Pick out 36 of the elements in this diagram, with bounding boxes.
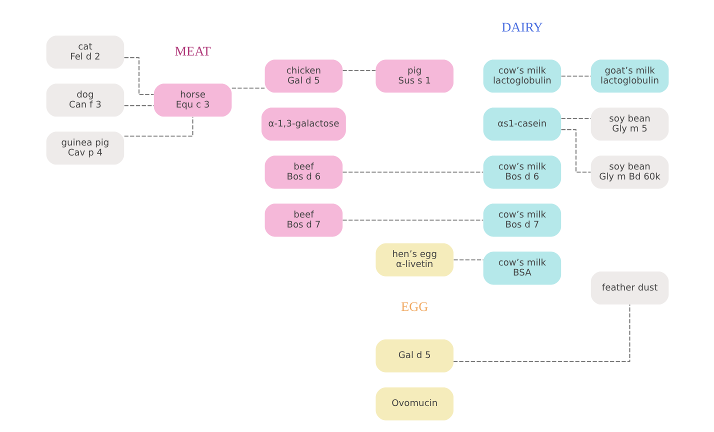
node-box: chicken Gal d 5 [264, 60, 342, 93]
node-box: feather dust [590, 271, 668, 305]
node-box: soy bean Gly m 5 [590, 108, 668, 141]
node-box: beef Bos d 7 [264, 204, 342, 237]
connector [342, 70, 376, 72]
node-box: cow’s milk Bos d 7 [482, 204, 561, 237]
node-box: cat Fel d 2 [46, 36, 124, 69]
connector [123, 57, 154, 96]
connector [560, 76, 591, 77]
node-box: αs1-casein [482, 108, 561, 141]
connector [560, 118, 591, 120]
node-box: cow’s milk Bos d 6 [482, 156, 561, 189]
connector [230, 88, 264, 89]
label: DAIRY [501, 19, 542, 34]
label: MEAT [174, 43, 210, 58]
node-box: pig Sus s 1 [375, 60, 453, 93]
label: EGG [400, 299, 428, 314]
node-box: Gal d 5 [375, 339, 453, 372]
node-box: goat’s milk lactoglobulin [590, 60, 668, 93]
node-box: beef Bos d 6 [264, 156, 342, 189]
connector [123, 116, 193, 137]
connector [560, 129, 591, 173]
node-box: cow’s milk BSA [482, 252, 561, 285]
connector [342, 172, 484, 173]
connector [342, 220, 484, 221]
connector [452, 304, 630, 362]
node-box: guinea pig Cav p 4 [46, 132, 124, 165]
node-box: α-1,3-galactose [261, 108, 346, 141]
node-box: cow’s milk lactoglobulin [482, 60, 561, 93]
node-box: hen’s egg α-livetin [375, 243, 453, 276]
node-box: Ovomucin [375, 387, 453, 420]
node-box: soy bean Gly m Bd 60k [590, 156, 668, 189]
node-box: dog Can f 3 [46, 84, 124, 117]
connector [123, 105, 154, 106]
connector [452, 259, 484, 260]
node-box: horse Equ c 3 [153, 84, 232, 117]
